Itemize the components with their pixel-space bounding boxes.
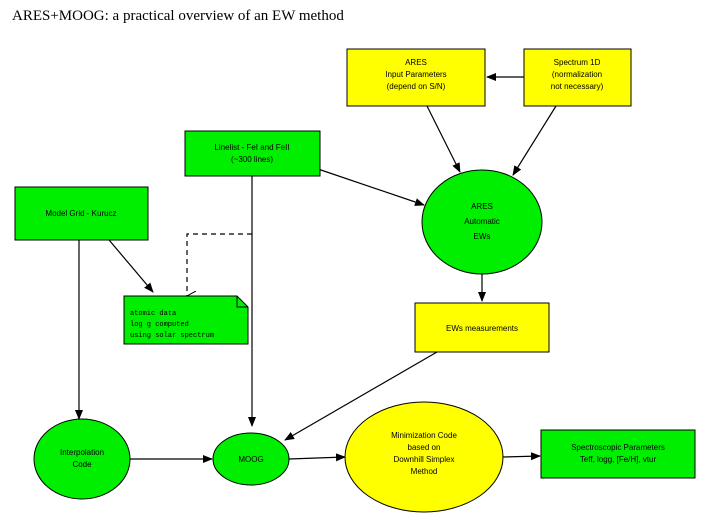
node-ews: EWs measurements xyxy=(414,302,550,353)
node-spec-params: Spectroscopic Parameters Teff, logg, [Fe… xyxy=(540,429,696,479)
node-ews-line-1: EWs measurements xyxy=(446,324,518,333)
node-interp-line-2: Code xyxy=(72,460,92,469)
node-minim-line-4: Method xyxy=(411,467,438,476)
edge-linelist-to-ares-auto xyxy=(314,167,425,206)
edge-ares-params-to-ares-auto xyxy=(426,105,461,173)
edge-moog-to-minim xyxy=(288,453,346,462)
diagram-title: ARES+MOOG: a practical overview of an EW… xyxy=(12,8,344,24)
note-line-1: atomic data xyxy=(130,310,176,318)
node-spectrum-line-3: not necessary) xyxy=(551,82,604,91)
edge-ews-to-moog xyxy=(284,351,438,441)
node-ares-params-line-2: Input Parameters xyxy=(385,70,446,79)
node-minim-line-3: Downhill Simplex xyxy=(394,455,455,464)
edge-model-grid-to-note xyxy=(103,233,154,293)
node-ares-params-line-3: (depend on S/N) xyxy=(387,82,446,91)
node-minim: Minimization Code based on Downhill Simp… xyxy=(344,401,504,513)
node-moog-line-1: MOOG xyxy=(238,455,263,464)
node-interp-line-1: Interpolation xyxy=(60,448,104,457)
node-spectrum-line-1: Spectrum 1D xyxy=(554,58,601,67)
node-spec-params-line-1: Spectroscopic Parameters xyxy=(571,443,665,452)
node-linelist-line-1: Linelist - FeI and FeII xyxy=(214,143,289,152)
node-linelist-line-2: (~300 lines) xyxy=(231,155,273,164)
note-line-2: log g computed xyxy=(130,321,189,329)
node-moog: MOOG xyxy=(212,432,290,486)
edge-linelist-to-note-dashed xyxy=(187,233,252,296)
edge-minim-to-spec-params xyxy=(502,452,541,461)
node-interp: Interpolation Code xyxy=(33,418,131,500)
node-ares-params-line-1: ARES xyxy=(405,58,427,67)
node-ares-auto-line-3: EWs xyxy=(474,232,491,241)
note-line-3: using solar spectrum xyxy=(130,332,214,340)
node-model-grid: Model Grid - Kurucz xyxy=(14,186,149,241)
node-spectrum: Spectrum 1D (normalization not necessary… xyxy=(523,48,632,107)
node-spectrum-line-2: (normalization xyxy=(552,70,602,79)
node-minim-line-1: Minimization Code xyxy=(391,431,457,440)
node-model-grid-line-1: Model Grid - Kurucz xyxy=(45,209,116,218)
node-ares-params: ARES Input Parameters (depend on S/N) xyxy=(346,48,486,107)
connectors xyxy=(75,73,557,463)
node-ares-auto-line-2: Automatic xyxy=(464,217,500,226)
edge-spectrum-to-ares-auto xyxy=(512,105,557,176)
node-minim-line-2: based on xyxy=(408,443,441,452)
node-ares-auto-line-1: ARES xyxy=(471,202,493,211)
node-spec-params-line-2: Teff, logg, [Fe/H], vtur xyxy=(580,455,657,464)
node-linelist: Linelist - FeI and FeII (~300 lines) xyxy=(184,130,321,177)
node-ares-auto: ARES Automatic EWs xyxy=(421,169,543,275)
node-note: atomic data log g computed using solar s… xyxy=(123,295,249,345)
